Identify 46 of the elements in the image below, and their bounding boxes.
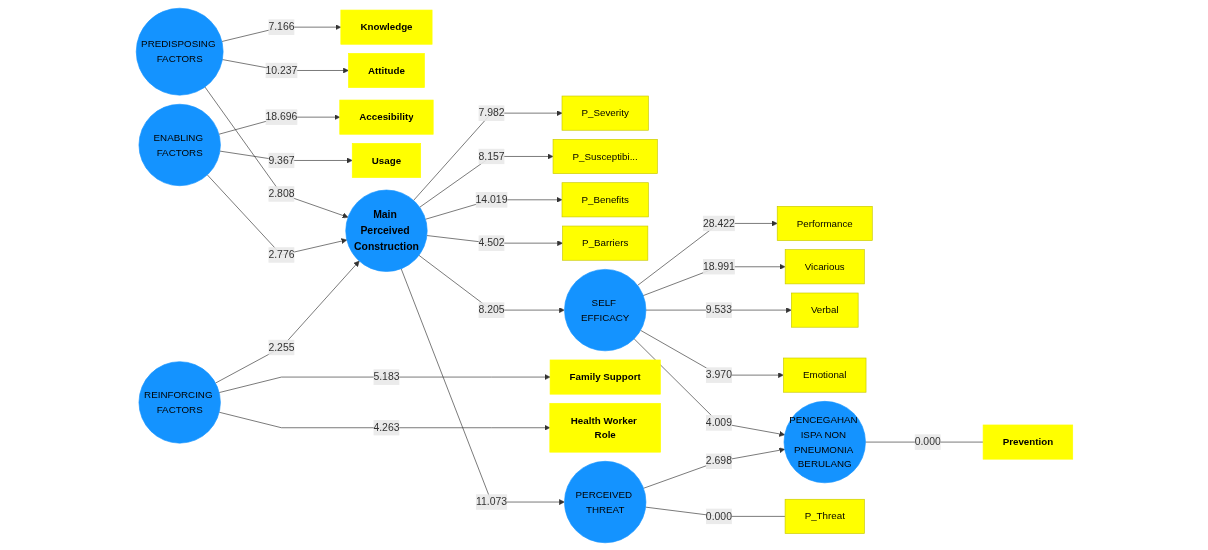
- edge-label: 28.422: [702, 217, 735, 229]
- node-box: Knowledge: [340, 9, 432, 45]
- node-box: P_Severity: [561, 95, 649, 131]
- node-box: Prevention: [982, 424, 1073, 459]
- node-circle: REINFORCING FACTORS: [138, 360, 221, 443]
- edge-label: 7.166: [267, 20, 295, 32]
- edge-label: 2.255: [267, 341, 295, 353]
- edge-label: 2.776: [267, 248, 295, 260]
- edge-label: 4.009: [705, 416, 732, 428]
- edge-label: 2.698: [705, 454, 732, 466]
- node-box: Attitude: [347, 52, 425, 88]
- edge-label: 18.696: [265, 110, 297, 122]
- edge-label: 4.263: [372, 421, 400, 433]
- node-box: Performance: [776, 205, 873, 241]
- edge-label: 8.157: [477, 150, 505, 162]
- edge-label: 0.000: [705, 510, 732, 522]
- node-box: Accesibility: [338, 99, 434, 135]
- edge-label: 9.533: [705, 303, 732, 315]
- edge-label: 18.991: [702, 260, 735, 272]
- node-circle: ENABLING FACTORS: [138, 103, 221, 186]
- node-box: Emotional: [782, 357, 866, 393]
- node-box: P_Threat: [784, 498, 865, 534]
- node-box: P_Barriers: [561, 225, 648, 261]
- node-box: Verbal: [790, 292, 858, 328]
- node-circle: Main Perceived Construction: [344, 189, 428, 272]
- node-box: Family Support: [549, 359, 661, 394]
- edge-label: 0.000: [914, 435, 941, 447]
- node-box: P_Susceptibi...: [552, 138, 658, 174]
- node-box: Usage: [351, 142, 421, 178]
- edge-label: 2.808: [267, 187, 295, 199]
- node-box: P_Benefits: [561, 181, 649, 217]
- edge-label: 10.237: [265, 64, 297, 76]
- edge-label: 11.073: [475, 495, 507, 507]
- edge-label: 7.982: [477, 106, 505, 118]
- node-circle: PREDISPOSING FACTORS: [135, 7, 223, 95]
- edge-label: 14.019: [475, 193, 507, 205]
- edge-label: 8.205: [477, 303, 505, 315]
- node-circle: PENCEGAHAN ISPA NON PNEUMONIA BERULANG: [783, 400, 866, 483]
- edge-label: 5.183: [372, 370, 400, 382]
- edge-label: 3.970: [705, 368, 732, 380]
- node-circle: PERCEIVED THREAT: [563, 460, 646, 543]
- edge-label: 4.502: [477, 236, 505, 248]
- node-circle: SELF EFFICACY: [563, 268, 646, 351]
- node-box: Vicarious: [784, 248, 865, 284]
- edge-label: 9.367: [267, 154, 295, 166]
- node-box: Health Worker Role: [549, 402, 661, 452]
